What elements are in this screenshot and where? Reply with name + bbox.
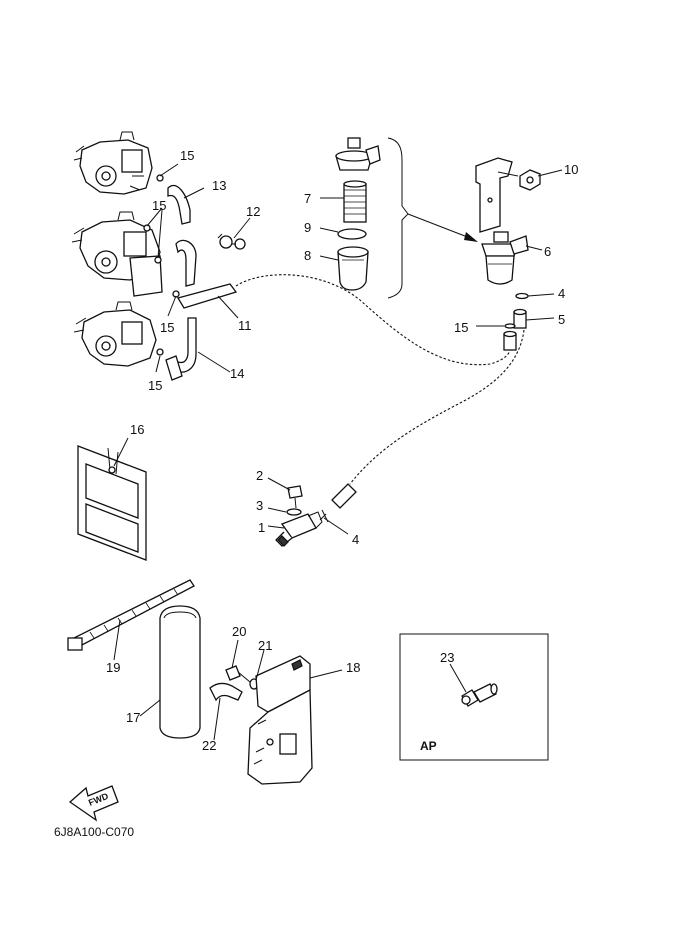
bracket-18	[247, 655, 313, 785]
callout-15: 15	[152, 198, 166, 213]
callout-15: 15	[148, 378, 162, 393]
assembly-arrowhead	[464, 232, 478, 242]
fuel-hose-13	[167, 184, 191, 225]
callout-4: 4	[352, 532, 359, 547]
callout-12: 12	[246, 204, 260, 219]
callout-15: 15	[454, 320, 468, 335]
fuel-hose-11	[176, 283, 238, 309]
callout-19: 19	[106, 660, 120, 675]
callout-11: 11	[238, 318, 252, 333]
callout-4: 4	[558, 286, 565, 301]
assembly-arrow	[407, 213, 471, 239]
clamp-22	[209, 682, 243, 702]
callout-7: 7	[304, 191, 311, 206]
leader-lines	[113, 163, 563, 741]
clip-15-right	[504, 323, 516, 329]
grommet-17	[159, 605, 201, 739]
callout-9: 9	[304, 220, 311, 235]
filter-cup-8	[337, 246, 369, 291]
callout-13: 13	[212, 178, 226, 193]
washer-3	[286, 508, 302, 516]
fuel-hose-upper	[175, 239, 197, 287]
filter-element-7	[343, 180, 367, 223]
fuel-hose-14-end	[165, 355, 183, 381]
callout-16: 16	[130, 422, 144, 437]
callout-10: 10	[564, 162, 578, 177]
callout-20: 20	[232, 624, 246, 639]
fuel-connector-1	[275, 511, 323, 547]
carburetor-middle	[71, 211, 163, 297]
hose-end-15	[503, 330, 517, 351]
joint-5	[513, 308, 527, 329]
callout-8: 8	[304, 248, 311, 263]
nut-10	[519, 169, 541, 191]
hose-clip-15-set	[143, 174, 180, 356]
clip-4	[515, 292, 529, 300]
label-16	[77, 445, 147, 561]
callout-22: 22	[202, 738, 216, 753]
inset-ap-box	[399, 633, 549, 761]
carburetor-bottom	[73, 301, 157, 367]
part-code: 6J8A100-C070	[54, 825, 134, 839]
callout-15: 15	[160, 320, 174, 335]
screw-2	[287, 485, 303, 509]
callout-14: 14	[230, 366, 244, 381]
callout-6: 6	[544, 244, 551, 259]
fuel-filter-6	[481, 231, 529, 285]
callout-15: 15	[180, 148, 194, 163]
bolt-20	[225, 665, 251, 683]
o-ring-9	[337, 228, 367, 240]
callout-1: 1	[258, 520, 265, 535]
variant-label-ap: AP	[420, 739, 437, 753]
bracket-10	[475, 157, 519, 233]
cable-tie-19	[67, 579, 195, 651]
callout-18: 18	[346, 660, 360, 675]
fuel-filter-cap	[335, 137, 381, 171]
callout-3: 3	[256, 498, 263, 513]
callout-21: 21	[258, 638, 272, 653]
carburetor-top	[73, 131, 153, 195]
callout-17: 17	[126, 710, 140, 725]
hose-end-connector	[331, 483, 357, 509]
callout-2: 2	[256, 468, 263, 483]
callout-5: 5	[558, 312, 565, 327]
fuel-line-dashed-lower	[349, 329, 525, 485]
forward-arrow-icon: FWD	[68, 785, 119, 822]
fuel-line-dashed-upper	[235, 274, 511, 366]
assembly-bracket	[387, 137, 409, 299]
joint-12	[217, 233, 246, 250]
callout-23: 23	[440, 650, 454, 665]
